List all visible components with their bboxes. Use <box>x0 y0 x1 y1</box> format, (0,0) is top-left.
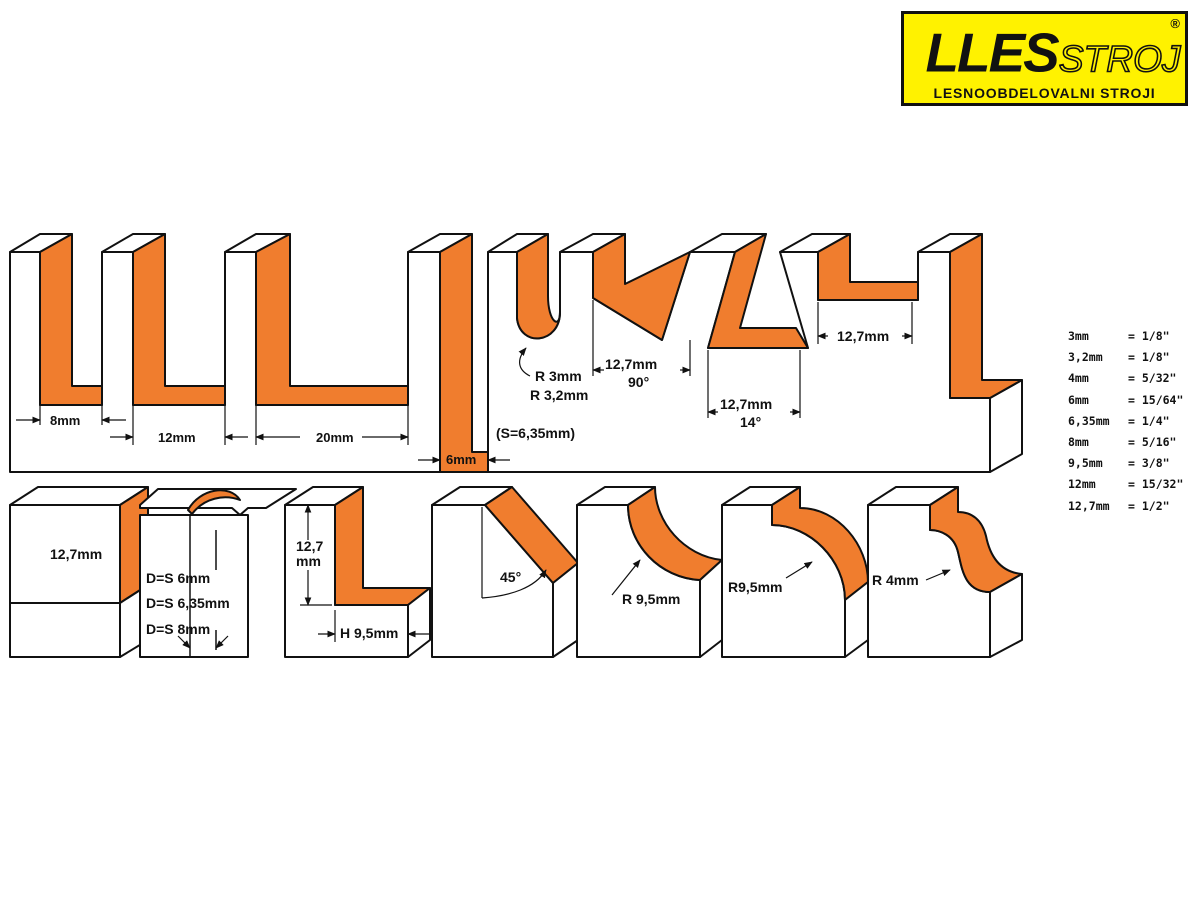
conversion-inch: = 1/8" <box>1128 350 1170 365</box>
rabbet-height-unit: mm <box>296 553 321 569</box>
v-groove-angle: 90° <box>628 374 649 390</box>
radius-3mm: R 3mm <box>535 368 582 384</box>
conversion-row: 6,35mm = 1/4" <box>1068 414 1193 435</box>
conversion-mm: 12,7mm <box>1068 498 1110 513</box>
rabbet-face <box>949 233 1023 399</box>
t-slot-face <box>817 233 919 301</box>
v-groove-face <box>592 233 691 341</box>
dovetail-face <box>707 233 809 349</box>
slot-12mm-face <box>132 233 226 406</box>
conversion-row: 12,7mm = 1/2" <box>1068 499 1193 520</box>
conversion-mm: 6mm <box>1068 392 1089 407</box>
conversion-mm: 9,5mm <box>1068 456 1103 471</box>
conversion-mm: 12mm <box>1068 477 1096 492</box>
cove-radius: R 9,5mm <box>622 591 680 607</box>
conversion-inch: = 15/32" <box>1128 477 1184 492</box>
core-box-face <box>516 233 561 340</box>
logo-tagline: LESNOOBDELOVALNI STROJI <box>933 85 1156 101</box>
conversion-inch: = 15/64" <box>1128 392 1184 407</box>
t-slot-width: 12,7mm <box>837 328 889 344</box>
rabbet-height-value: 12,7 <box>296 538 323 554</box>
conversion-row: 3mm = 1/8" <box>1068 329 1193 350</box>
slot-6mm-face <box>439 233 489 473</box>
radius-3-2mm: R 3,2mm <box>530 387 588 403</box>
conversion-mm: 3mm <box>1068 329 1089 343</box>
slot-20mm-face <box>255 233 409 406</box>
slot-8mm-face <box>39 233 103 406</box>
conversion-row: 3,2mm = 1/8" <box>1068 350 1193 371</box>
conversion-mm: 3,2mm <box>1068 350 1103 365</box>
conversion-row: 8mm = 5/16" <box>1068 435 1193 456</box>
conversion-row: 4mm = 5/32" <box>1068 371 1193 392</box>
conversion-inch: = 1/4" <box>1128 413 1170 428</box>
rabbet-depth: H 9,5mm <box>340 625 398 641</box>
bottom-block-cove <box>576 486 723 658</box>
dim-20mm: 20mm <box>316 430 354 445</box>
bottom-block-slot-cutter <box>139 488 297 658</box>
conversion-inch: = 1/2" <box>1128 498 1170 513</box>
conversion-inch: = 5/16" <box>1128 434 1177 449</box>
logo-wordmark-bold: LLES <box>926 22 1060 84</box>
straight-height: 12,7mm <box>50 546 102 562</box>
conversion-inch: = 3/8" <box>1128 456 1170 471</box>
registered-mark: ® <box>1170 16 1180 31</box>
ogee-radius: R 4mm <box>872 572 919 588</box>
bottom-block-rabbet <box>284 486 431 658</box>
dim-6mm: 6mm <box>446 452 476 467</box>
conversion-row: 9,5mm = 3/8" <box>1068 456 1193 477</box>
chamfer-angle: 45° <box>500 569 521 585</box>
slot-ds-6-35: D=S 6,35mm <box>146 595 230 611</box>
bottom-block-ogee <box>867 486 1023 658</box>
conversion-mm: 8mm <box>1068 434 1089 449</box>
lesstroj-logo: LLES STROJ ® LESNOOBDELOVALNI STROJI <box>901 11 1188 106</box>
v-groove-width: 12,7mm <box>605 356 657 372</box>
slot-ds-8: D=S 8mm <box>146 621 210 637</box>
roundover-radius: R9,5mm <box>728 579 782 595</box>
slot-ds-6: D=S 6mm <box>146 570 210 586</box>
conversion-mm: 6,35mm <box>1068 413 1110 428</box>
dovetail-width: 12,7mm <box>720 396 772 412</box>
dovetail-angle: 14° <box>740 414 761 430</box>
conversion-mm: 4mm <box>1068 371 1089 386</box>
dim-8mm: 8mm <box>50 413 80 428</box>
conversion-inch: = 5/32" <box>1128 371 1177 386</box>
mm-inch-conversion-table: 3mm = 1/8" 3,2mm = 1/8" 4mm = 5/32" 6mm = 15/64… <box>1068 329 1193 520</box>
bottom-block-chamfer <box>431 486 579 658</box>
conversion-row: 12mm = 15/32" <box>1068 477 1193 498</box>
conversion-inch: = 1/8" <box>1128 329 1170 343</box>
logo-wordmark-light: STROJ <box>1059 38 1181 80</box>
conversion-row: 6mm = 15/64" <box>1068 393 1193 414</box>
shank-size: (S=6,35mm) <box>496 425 575 441</box>
bottom-block-roundover <box>721 486 869 658</box>
logo-wordmark: LLES STROJ <box>926 22 1182 84</box>
dim-12mm: 12mm <box>158 430 196 445</box>
bottom-block-straight <box>9 486 149 658</box>
